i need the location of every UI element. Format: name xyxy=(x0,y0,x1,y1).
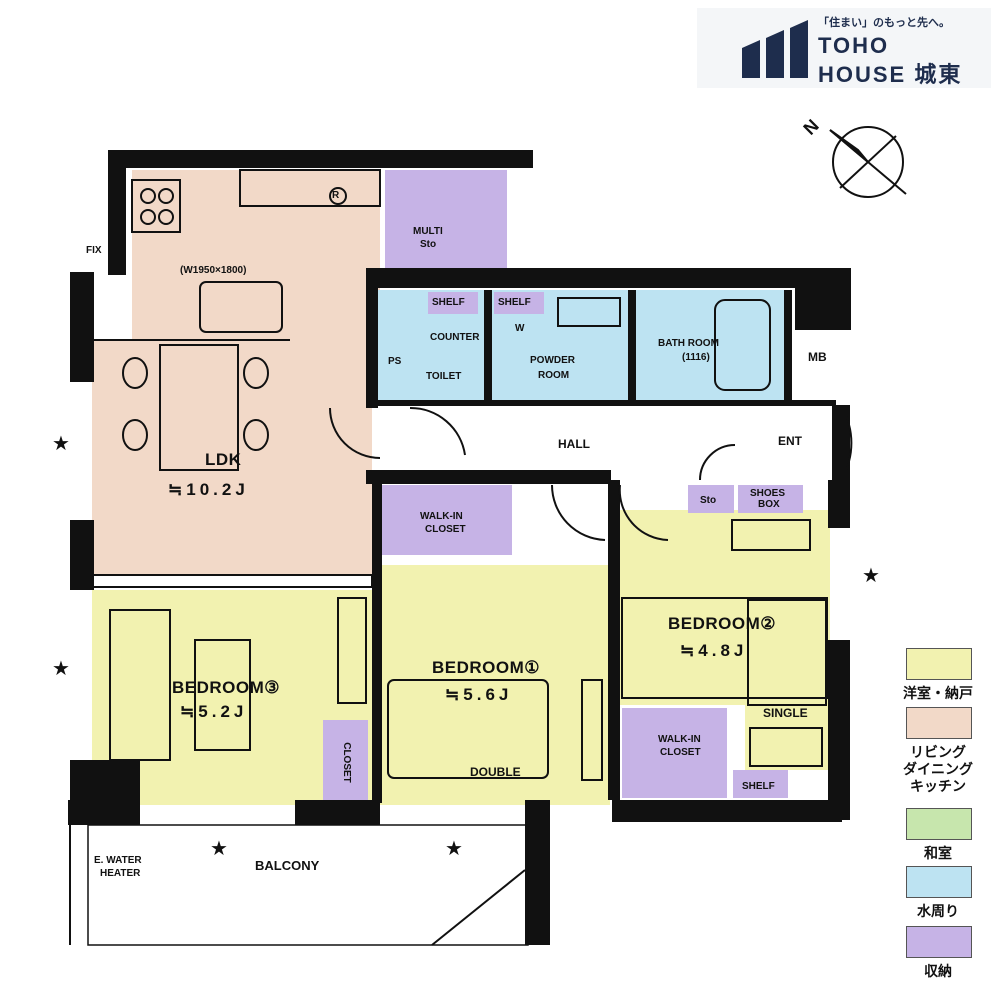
closet-label: CLOSET xyxy=(340,742,352,783)
ldk-area: ≒10.2J xyxy=(168,480,249,499)
svg-text:★: ★ xyxy=(52,658,70,680)
balcony-label: BALCONY xyxy=(255,858,320,873)
sto-label: Sto xyxy=(700,495,717,506)
brand-suffix: 城東 xyxy=(914,62,963,87)
compass-rose xyxy=(829,126,907,198)
legend-label-western: 洋室・納戸 xyxy=(903,685,973,701)
bedroom1-area: ≒5.6J xyxy=(445,685,513,704)
shoes-box-label-1: SHOES xyxy=(750,488,786,499)
legend-label-ldk: リビング ダイニング キッチン xyxy=(903,744,973,794)
legend-label-storage: 収納 xyxy=(924,963,952,979)
bedroom2-lower-fill xyxy=(745,700,830,770)
sto-fill xyxy=(688,485,734,513)
brand-name: HOUSE xyxy=(818,62,907,87)
bath-fill xyxy=(636,290,784,400)
bath-room-label-1: BATH ROOM xyxy=(658,338,719,349)
toilet-label: TOILET xyxy=(426,371,462,382)
shoes-box-fill xyxy=(738,485,803,513)
wic1-label-1: WALK-IN xyxy=(420,511,463,522)
hall-label: HALL xyxy=(558,437,590,451)
entrance-label: ENT xyxy=(778,434,802,448)
window-stars: ★ ★ ★ ★ ★ xyxy=(52,433,880,860)
legend-swatch-ldk xyxy=(906,707,972,739)
powder-room-label-1: POWDER xyxy=(530,355,575,366)
legend-swatch-water xyxy=(906,866,972,898)
mb-label: MB xyxy=(808,350,827,364)
toilet-shelf-label: SHELF xyxy=(432,297,465,308)
bedroom2-area: ≒4.8J xyxy=(680,641,748,660)
water-heater-label-2: HEATER xyxy=(100,868,141,879)
brand-logo-icon xyxy=(742,20,808,78)
svg-text:★: ★ xyxy=(210,838,228,860)
wic2-label-1: WALK-IN xyxy=(658,734,701,745)
washer-label: W xyxy=(515,323,525,334)
bedroom2-fill xyxy=(615,510,830,705)
svg-text:★: ★ xyxy=(445,838,463,860)
ldk-fill xyxy=(92,170,380,575)
svg-text:★: ★ xyxy=(862,565,880,587)
svg-text:★: ★ xyxy=(52,433,70,455)
ldk-name: LDK xyxy=(205,450,242,469)
bedroom1-name: BEDROOM① xyxy=(432,658,541,677)
counter-label: COUNTER xyxy=(430,332,480,343)
plan-lines xyxy=(69,169,853,946)
closet-fill xyxy=(323,720,368,805)
multi-sto-label-1: MULTI xyxy=(413,226,443,237)
kitchen-size-label: (W1950×1800) xyxy=(180,265,247,276)
bedroom2-bed: SINGLE xyxy=(763,706,808,720)
brand-name-line1: TOHO xyxy=(818,33,890,58)
water-heater-label-1: E. WATER xyxy=(94,855,142,866)
wic2-fill xyxy=(622,708,727,798)
shelf-top2-fill xyxy=(494,292,544,314)
bedroom2-name: BEDROOM② xyxy=(668,614,777,633)
multi-sto-label-2: Sto xyxy=(420,239,437,250)
multi-sto-fill xyxy=(385,170,507,268)
bedroom3-area: ≒5.2J xyxy=(180,702,248,721)
wic2-label-2: CLOSET xyxy=(660,747,701,758)
bedroom2-shelf-label: SHELF xyxy=(742,781,775,792)
brand-slogan: 「住まい」のもっと先へ。 xyxy=(818,17,950,29)
shelf-top-fill xyxy=(428,292,478,314)
powder-shelf-label: SHELF xyxy=(498,297,531,308)
legend-swatch-western xyxy=(906,648,972,680)
shoes-box-label-2: BOX xyxy=(758,499,780,510)
brand-name-line2: HOUSE 城東 xyxy=(818,57,962,89)
wic1-label-2: CLOSET xyxy=(425,524,466,535)
bedroom1-fill xyxy=(378,565,610,805)
powder-room-label-2: ROOM xyxy=(538,370,570,381)
legend-swatch-storage xyxy=(906,926,972,958)
shelf-fill xyxy=(733,770,788,798)
legend-label-japanese: 和室 xyxy=(924,845,952,861)
ps-label: PS xyxy=(388,356,402,367)
wic1-fill xyxy=(382,485,512,555)
refrigerator-label: R xyxy=(332,190,340,201)
bedroom3-name: BEDROOM③ xyxy=(172,678,281,697)
legend-swatch-japanese xyxy=(906,808,972,840)
legend-label-water: 水周り xyxy=(917,903,959,919)
walls xyxy=(68,150,851,945)
hall-fill xyxy=(372,405,842,480)
bedroom1-bed: DOUBLE xyxy=(470,765,521,779)
fix-window-label: FIX xyxy=(86,245,102,256)
bath-room-label-2: (1116) xyxy=(682,352,710,363)
